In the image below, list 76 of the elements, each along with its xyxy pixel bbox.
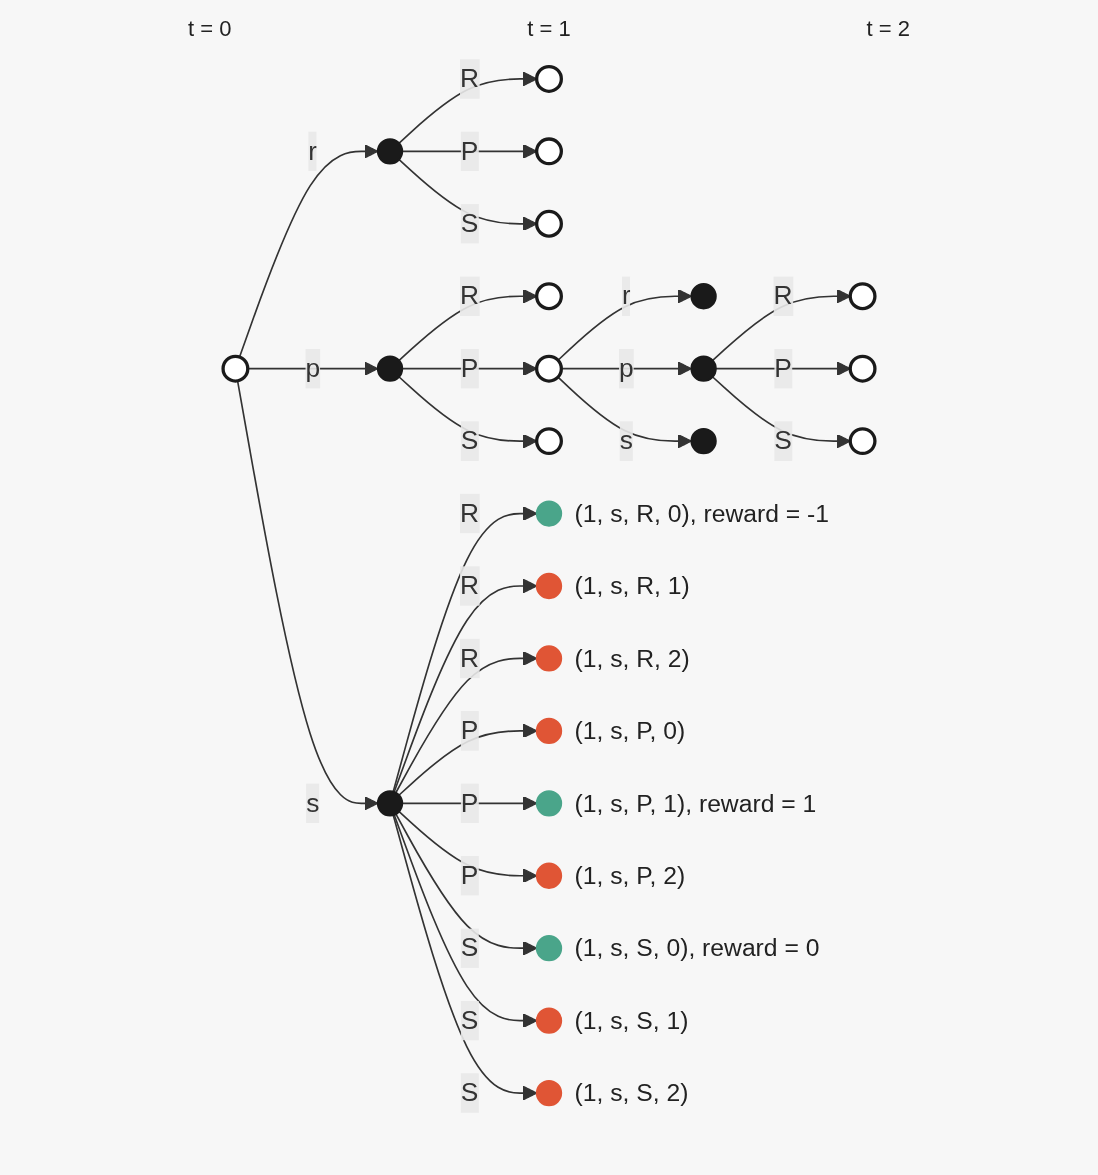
arrow	[398, 810, 538, 883]
edge-label: P	[460, 716, 479, 745]
node-circle	[535, 1007, 563, 1034]
arrow	[238, 144, 379, 358]
node-circle	[535, 717, 563, 745]
arrow	[398, 723, 538, 796]
node-circle	[535, 572, 563, 600]
state-label: (1, s, S, 0), reward = 0	[574, 934, 820, 962]
node-circle	[535, 935, 563, 962]
arrow	[557, 289, 692, 362]
node-circle	[535, 427, 563, 456]
node-circle	[535, 354, 563, 383]
edge-label: P	[460, 788, 479, 817]
edge-label: S	[460, 426, 479, 455]
arrow	[557, 376, 692, 449]
state-label: (1, s, R, 0), reward = -1	[574, 499, 829, 527]
node-circle	[535, 500, 563, 527]
node-circle	[535, 64, 563, 93]
node-circle	[376, 355, 404, 382]
node-circle	[690, 355, 717, 382]
edge-label: S	[460, 1005, 479, 1034]
state-label: (1, s, P, 2)	[574, 862, 686, 889]
edge-label: r	[621, 281, 631, 310]
arrow	[236, 380, 379, 811]
edge-label: S	[460, 208, 479, 237]
arrow	[395, 813, 538, 956]
time-label: t = 1	[527, 16, 571, 42]
edge-label: R	[459, 571, 480, 600]
node-circle	[848, 282, 877, 311]
state-label: (1, s, R, 1)	[574, 572, 690, 600]
node-circle	[376, 138, 404, 165]
node-circle	[376, 790, 404, 817]
edge-label: R	[459, 498, 480, 527]
node-circle	[535, 862, 563, 889]
edge-label: r	[308, 136, 318, 165]
edge-label: P	[460, 353, 479, 382]
arrow	[398, 376, 538, 449]
state-label: (1, s, S, 1)	[574, 1006, 689, 1034]
state-label: (1, s, P, 1), reward = 1	[574, 789, 817, 817]
edge-label: p	[305, 353, 321, 382]
node-circle	[535, 137, 563, 166]
node-circle	[848, 427, 877, 456]
node-circle	[535, 1079, 563, 1107]
arrow	[393, 578, 538, 793]
edge-label: s	[619, 426, 633, 455]
edge-label: S	[460, 933, 479, 962]
edge-label: R	[459, 643, 480, 672]
edge-label: P	[774, 353, 792, 382]
state-label: (1, s, R, 2)	[574, 644, 690, 672]
edge-label: s	[306, 788, 320, 817]
edge-label: S	[460, 1078, 479, 1107]
arrow	[392, 506, 538, 793]
edge-label: S	[774, 426, 792, 455]
node-circle	[690, 427, 717, 455]
edge-label: R	[773, 281, 793, 310]
edge-label: R	[459, 64, 480, 93]
node-circle	[221, 354, 250, 383]
arrow	[392, 814, 538, 1101]
node-circle	[535, 209, 563, 238]
arrow	[395, 651, 538, 794]
time-label: t = 0	[187, 16, 232, 42]
arrow	[393, 814, 538, 1028]
node-circle	[535, 790, 563, 817]
node-circle	[535, 282, 563, 311]
time-label: t = 2	[866, 16, 911, 42]
edge-label: R	[459, 281, 480, 310]
edge-label: P	[460, 860, 479, 889]
node-circle	[690, 283, 717, 310]
arrow	[398, 158, 538, 232]
arrow	[560, 361, 692, 376]
node-circle	[848, 354, 877, 383]
edge-label: p	[618, 353, 634, 382]
state-label: (1, s, P, 0)	[574, 717, 686, 745]
state-label: (1, s, S, 2)	[574, 1079, 689, 1107]
node-circle	[535, 645, 563, 672]
edge-label: P	[460, 136, 479, 165]
